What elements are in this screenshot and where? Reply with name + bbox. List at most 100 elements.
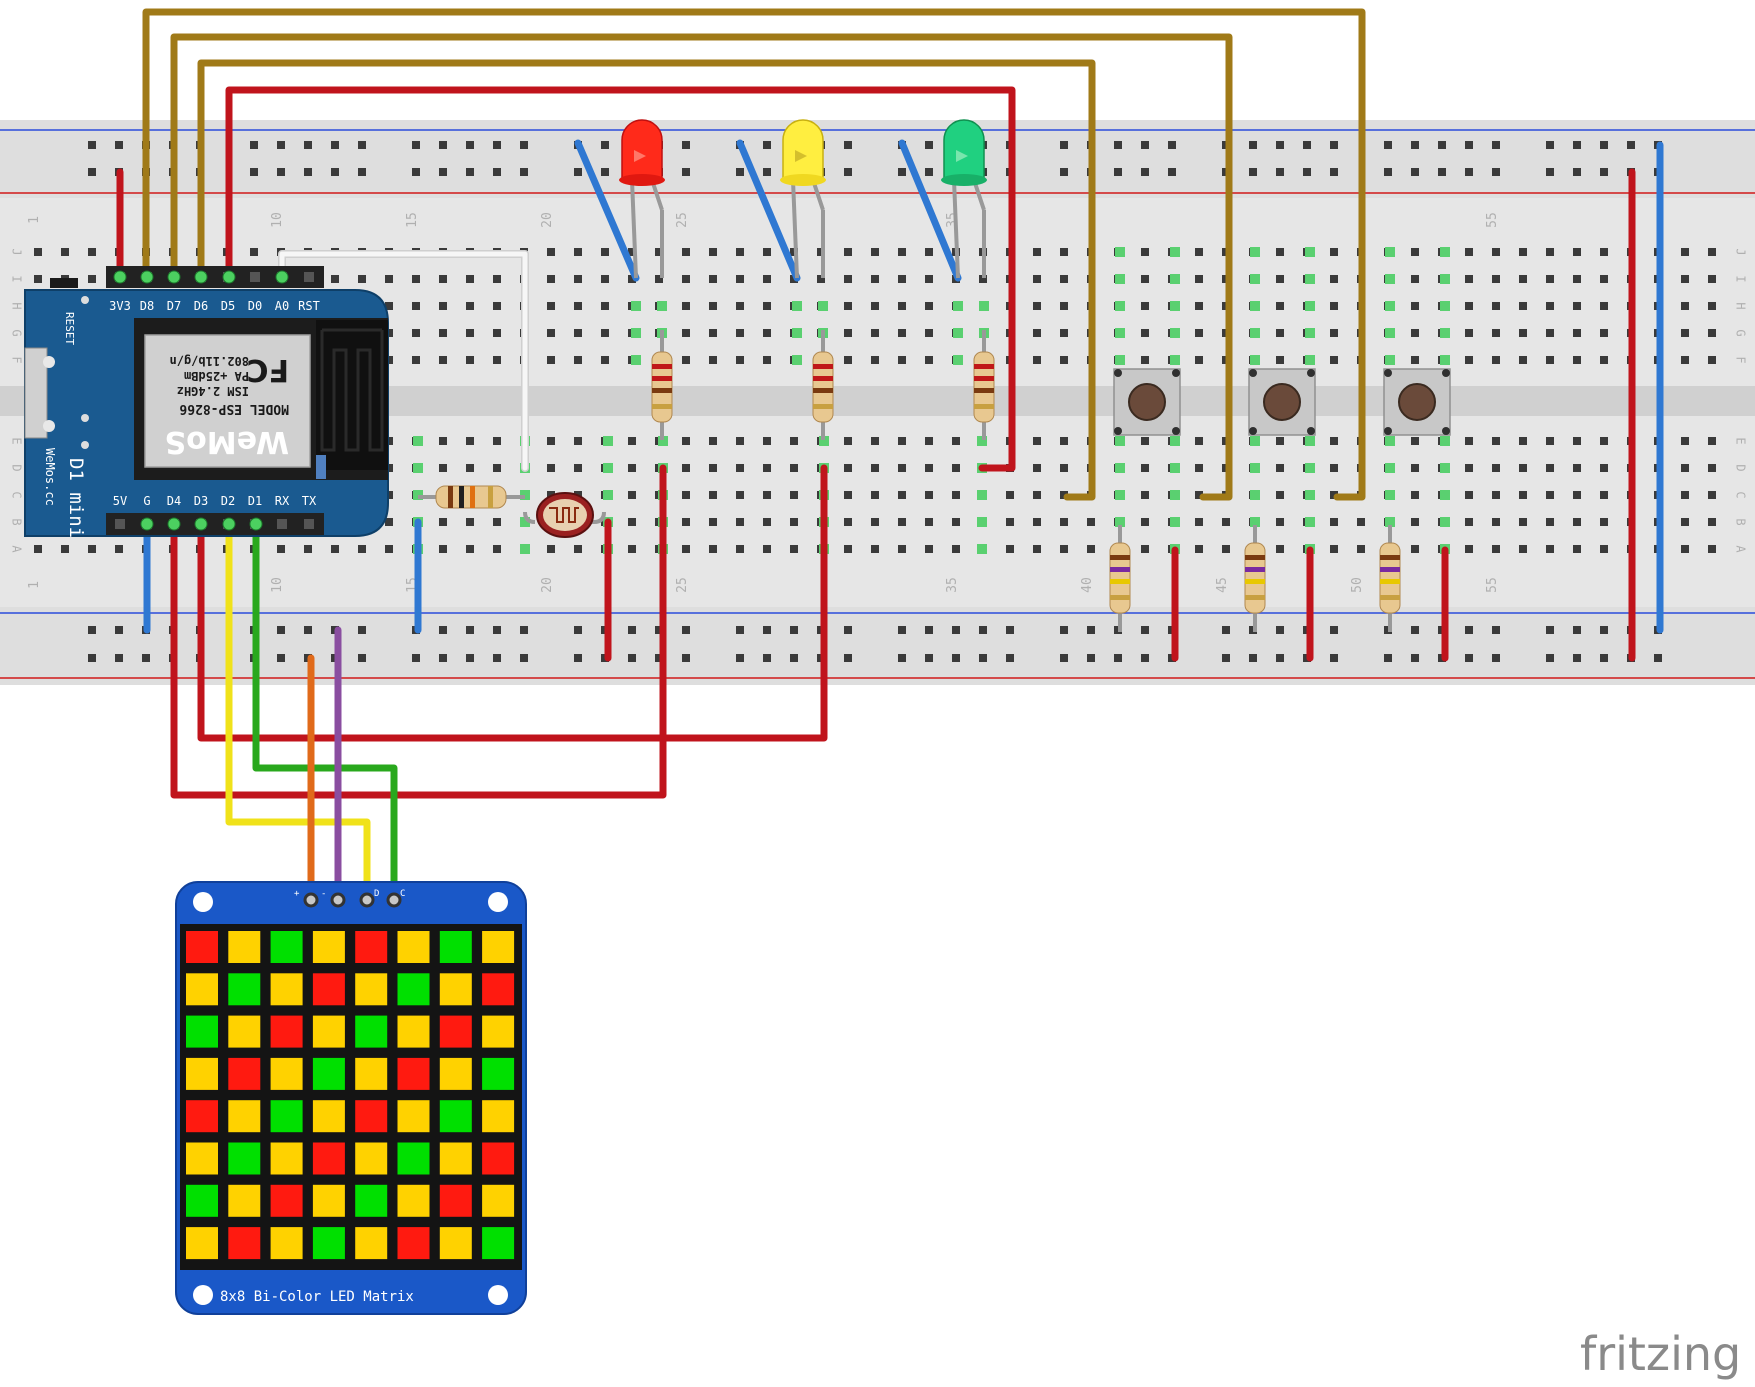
breadboard-hole xyxy=(277,545,285,553)
matrix-pin-gnd: - xyxy=(321,889,326,899)
rail-hole xyxy=(979,654,987,662)
rail-hole xyxy=(1114,654,1122,662)
breadboard-hole xyxy=(682,491,690,499)
connected-hole xyxy=(657,301,667,311)
breadboard-hole xyxy=(1465,329,1473,337)
breadboard-hole xyxy=(466,302,474,310)
breadboard-hole xyxy=(1681,302,1689,310)
matrix-led xyxy=(355,973,388,1006)
breadboard-hole xyxy=(1546,329,1554,337)
column-number: 45 xyxy=(1215,577,1230,593)
rail-hole xyxy=(412,168,420,176)
breadboard-hole xyxy=(439,275,447,283)
breadboard-hole xyxy=(250,248,258,256)
breadboard-hole xyxy=(682,545,690,553)
breadboard-hole xyxy=(1060,248,1068,256)
matrix-led xyxy=(355,1142,388,1175)
rail-hole xyxy=(439,626,447,634)
breadboard-hole xyxy=(709,491,717,499)
breadboard-hole xyxy=(1141,302,1149,310)
connected-hole xyxy=(1385,328,1395,338)
rail-hole xyxy=(1060,141,1068,149)
connected-hole xyxy=(1170,328,1180,338)
row-letter: D xyxy=(1734,464,1748,471)
rail-hole xyxy=(466,168,474,176)
breadboard-hole xyxy=(682,518,690,526)
pin-label-top: D6 xyxy=(194,299,208,313)
breadboard-hole xyxy=(628,275,636,283)
breadboard-hole xyxy=(844,464,852,472)
matrix-led xyxy=(439,973,472,1006)
breadboard-hole xyxy=(1519,464,1527,472)
rail-hole xyxy=(952,654,960,662)
breadboard-hole xyxy=(1411,356,1419,364)
led-matrix-module: 8x8 Bi-Color LED Matrix + - D C xyxy=(175,881,527,1315)
matrix-led xyxy=(355,1015,388,1048)
breadboard-hole xyxy=(844,491,852,499)
breadboard-hole xyxy=(736,491,744,499)
rail-hole xyxy=(628,654,636,662)
breadboard-hole xyxy=(736,356,744,364)
connected-hole xyxy=(1440,517,1450,527)
breadboard-hole xyxy=(115,545,123,553)
matrix-led xyxy=(186,1100,218,1133)
breadboard-hole xyxy=(628,437,636,445)
rail-hole xyxy=(1546,141,1554,149)
rail-hole xyxy=(736,626,744,634)
resistor-led-red xyxy=(651,330,673,440)
column-number: 40 xyxy=(1080,577,1095,593)
connected-hole xyxy=(413,436,423,446)
breadboard-hole xyxy=(628,248,636,256)
breadboard-hole xyxy=(493,356,501,364)
breadboard-hole xyxy=(763,518,771,526)
connected-hole xyxy=(1305,517,1315,527)
breadboard-top-power-rail xyxy=(0,120,1755,198)
rail-hole xyxy=(844,626,852,634)
breadboard-hole xyxy=(1492,248,1500,256)
connected-hole xyxy=(1115,301,1125,311)
breadboard-hole xyxy=(1600,356,1608,364)
fritzing-watermark: fritzing xyxy=(1580,1327,1741,1381)
breadboard-hole xyxy=(385,302,393,310)
breadboard-hole xyxy=(898,302,906,310)
rail-hole xyxy=(1303,141,1311,149)
breadboard-hole xyxy=(1708,248,1716,256)
rail-hole xyxy=(493,168,501,176)
breadboard-hole xyxy=(466,275,474,283)
breadboard-hole xyxy=(925,356,933,364)
breadboard-hole xyxy=(1276,329,1284,337)
led-yellow xyxy=(780,119,826,279)
breadboard-hole xyxy=(34,545,42,553)
breadboard-hole xyxy=(898,356,906,364)
breadboard-hole xyxy=(1708,545,1716,553)
resistor-button-1 xyxy=(1109,525,1131,632)
connected-hole xyxy=(1250,301,1260,311)
breadboard-hole xyxy=(1276,464,1284,472)
breadboard-hole xyxy=(709,518,717,526)
rail-hole xyxy=(763,168,771,176)
breadboard-hole xyxy=(925,302,933,310)
breadboard-hole xyxy=(1033,464,1041,472)
breadboard-hole xyxy=(709,329,717,337)
matrix-led xyxy=(397,1184,430,1217)
breadboard-hole xyxy=(466,464,474,472)
breadboard-hole xyxy=(1276,437,1284,445)
breadboard-hole xyxy=(439,518,447,526)
breadboard-hole xyxy=(1465,302,1473,310)
push-button-1 xyxy=(1113,368,1181,436)
breadboard-hole xyxy=(1546,518,1554,526)
breadboard-hole xyxy=(1519,248,1527,256)
rail-hole xyxy=(1492,626,1500,634)
pin-label-bottom: RX xyxy=(275,494,290,508)
breadboard-hole xyxy=(952,464,960,472)
breadboard-hole xyxy=(1276,545,1284,553)
rail-hole xyxy=(520,168,528,176)
matrix-led xyxy=(482,1227,515,1260)
breadboard-hole xyxy=(1195,518,1203,526)
rail-hole xyxy=(1087,626,1095,634)
wemos-site-label: WeMos.cc xyxy=(43,448,57,506)
column-number: 25 xyxy=(675,212,690,228)
breadboard-hole xyxy=(574,248,582,256)
breadboard-hole xyxy=(790,518,798,526)
